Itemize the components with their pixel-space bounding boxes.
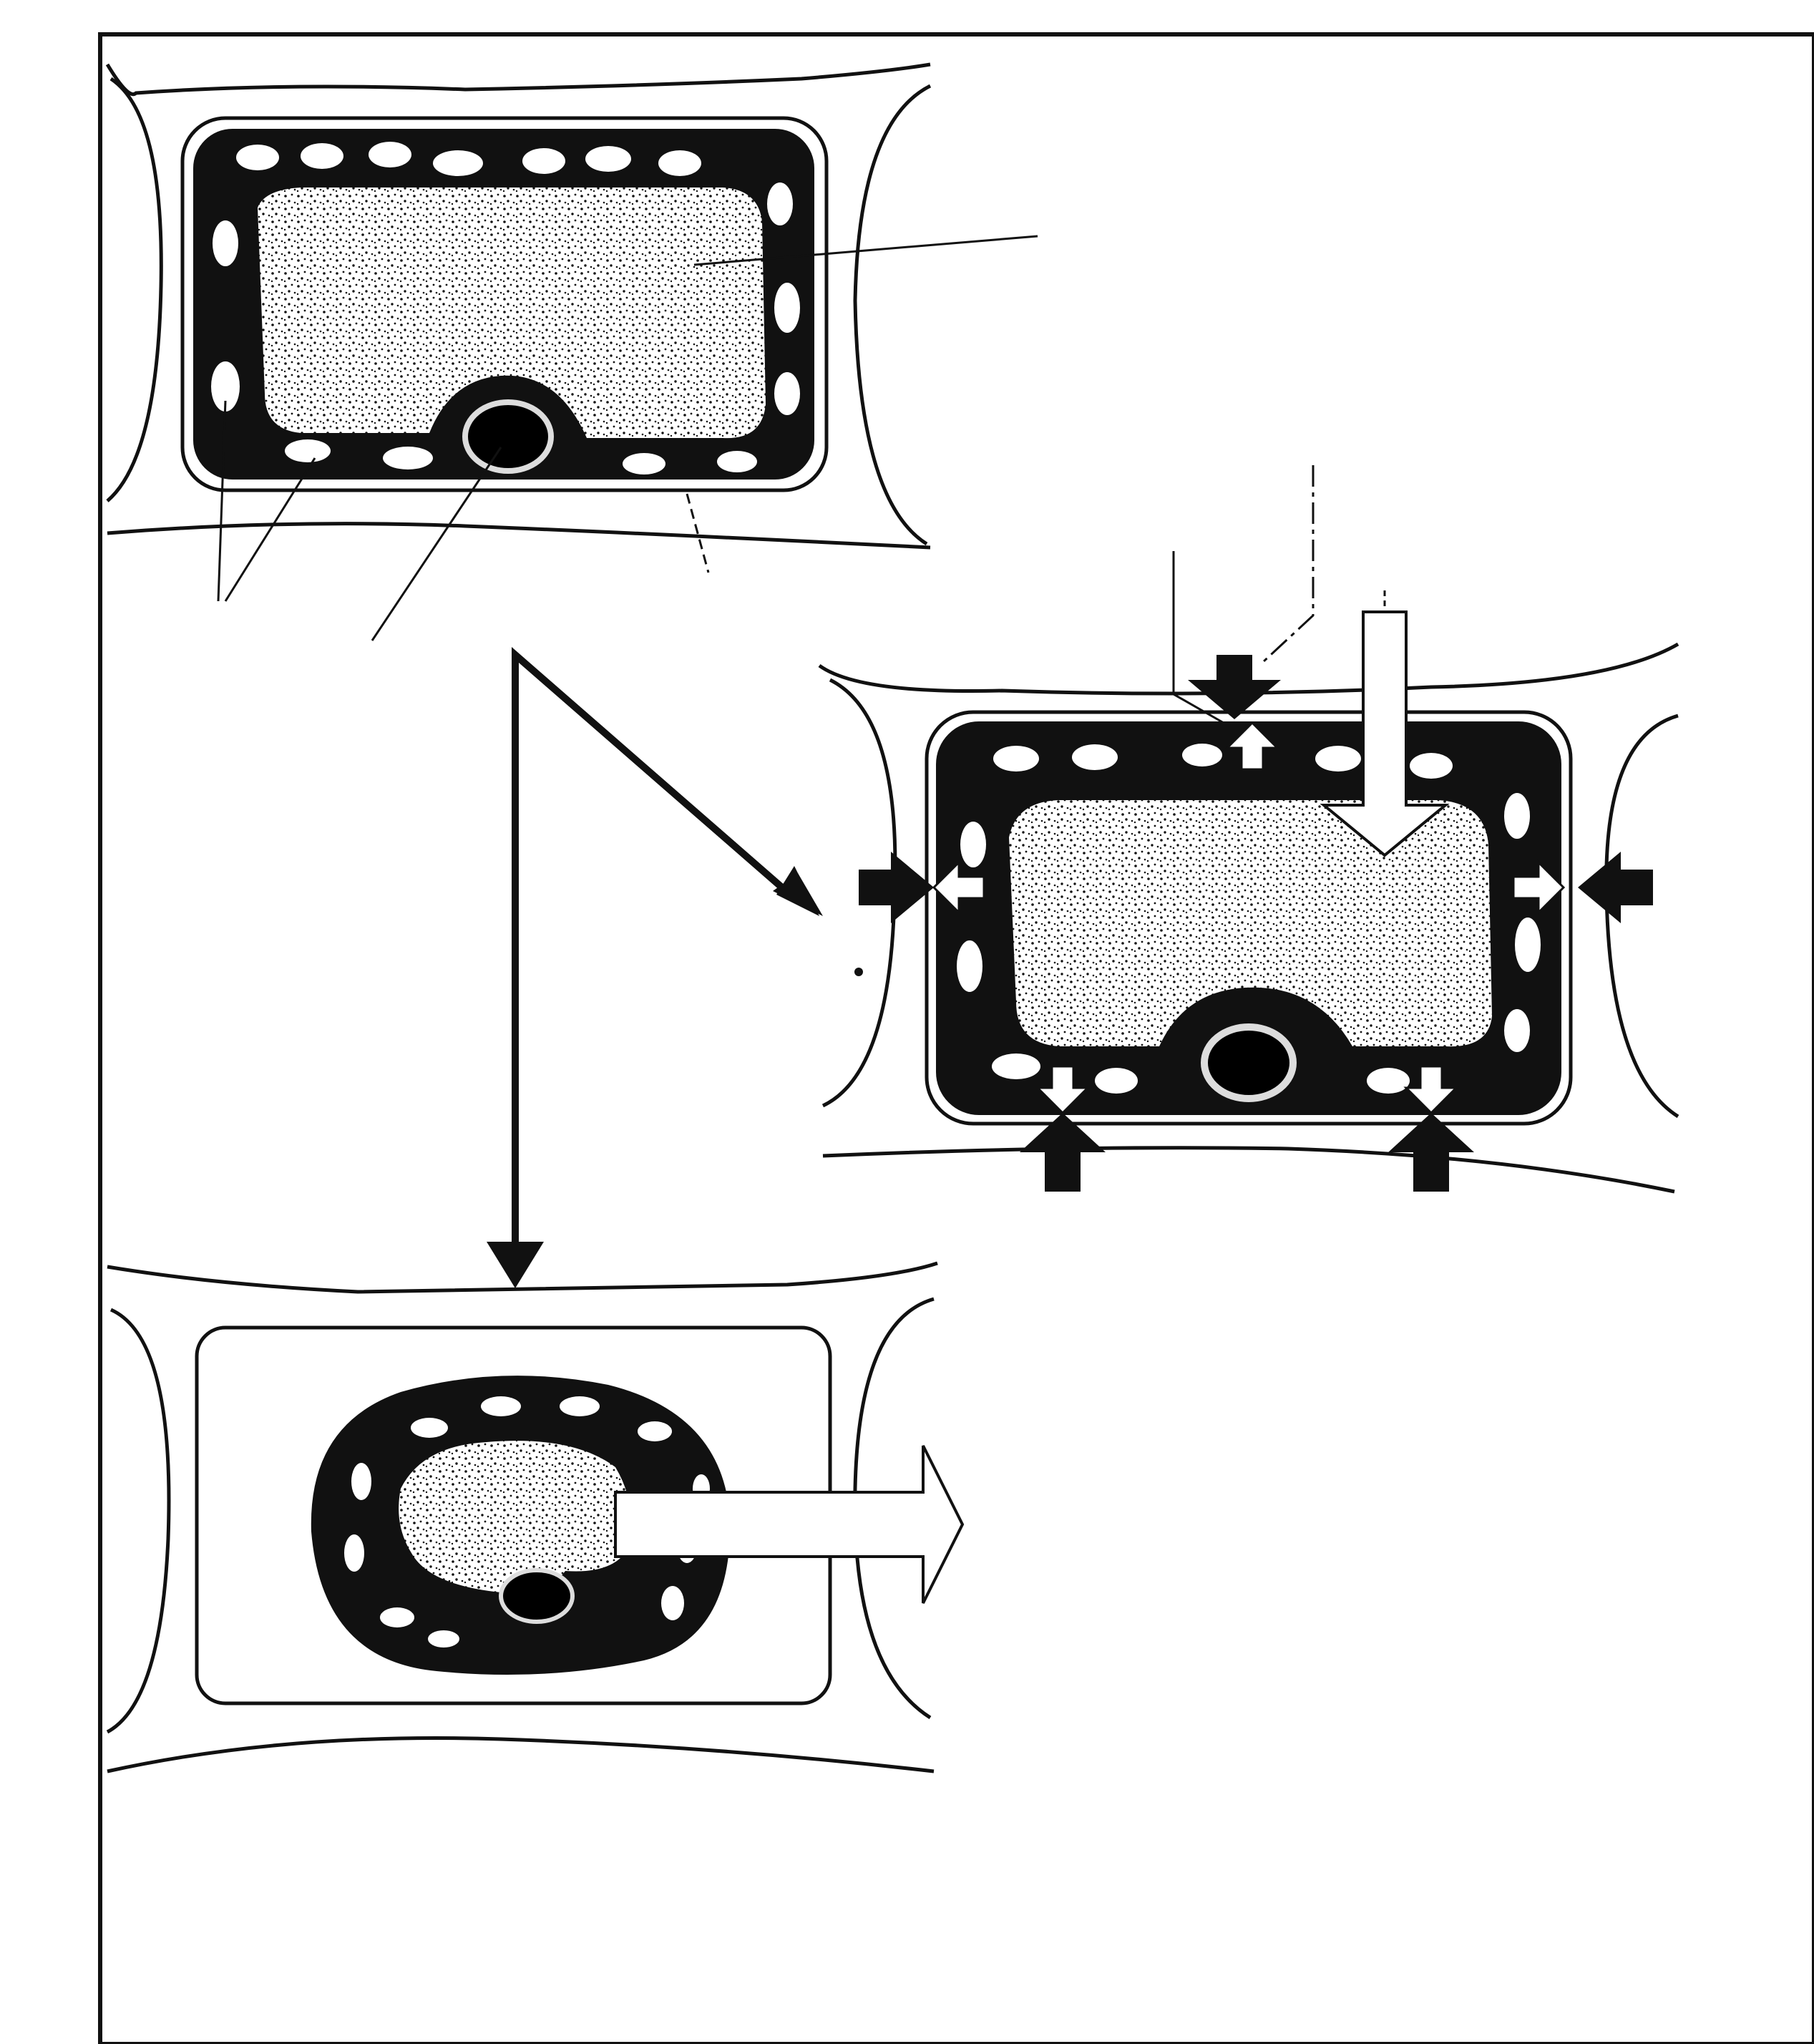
speck	[854, 968, 863, 976]
pressure-arrow-icon	[1388, 1113, 1474, 1192]
neighbour-wall-bottom	[107, 1736, 935, 1773]
neighbour-wall-right	[853, 84, 932, 546]
pressure-arrow-icon	[1188, 655, 1281, 719]
nucleus	[1201, 1023, 1297, 1102]
neighbour-wall-left	[106, 1308, 171, 1734]
hollow-arrow-icon	[614, 1445, 965, 1604]
hollow-arrow-icon	[1512, 860, 1566, 915]
vacuole	[1009, 800, 1492, 1047]
neighbour-wall-right	[853, 1297, 935, 1720]
hollow-arrow-icon	[1035, 1065, 1091, 1115]
pressure-arrow-icon	[1578, 852, 1653, 923]
hollow-arrow-icon	[1224, 721, 1280, 771]
pressure-arrow-icon	[859, 852, 934, 923]
nucleus	[499, 1568, 575, 1624]
plasmolysed-cell-panel	[106, 1261, 965, 1773]
leader-line-turgor-pressure	[1172, 551, 1224, 724]
neighbour-wall-bottom	[107, 522, 931, 550]
hollow-arrow-icon	[1403, 1065, 1459, 1115]
arrow-icon	[776, 866, 819, 916]
shrunken-vacuole	[399, 1441, 632, 1594]
hollow-arrow-icon	[932, 860, 985, 915]
hollow-arrow-icon	[1320, 610, 1450, 857]
arrow-icon	[487, 1242, 544, 1288]
normal-cell-panel	[105, 62, 1038, 641]
neighbour-wall-bottom	[822, 1146, 1675, 1194]
pressure-arrow-icon	[1020, 1113, 1106, 1192]
figure-frame	[98, 32, 1814, 2044]
leader-line-cytoplasm	[686, 493, 710, 573]
leader-line-vacuole	[693, 235, 1038, 266]
chloroplasts	[957, 744, 1541, 1094]
turgor-arrows	[932, 721, 1566, 1115]
leader-line-chloroplast-b	[224, 457, 316, 602]
leader-line-wall-pressure	[1262, 465, 1315, 663]
neighbour-wall-top	[107, 1261, 938, 1294]
arrow-icon	[512, 647, 797, 1249]
process-arrows	[487, 647, 823, 1288]
neighbour-wall-left	[106, 77, 163, 502]
leader-line-nucleus	[371, 447, 502, 641]
neighbour-wall-top	[105, 62, 931, 96]
pressure-arrows	[859, 655, 1653, 1192]
chloroplasts	[211, 142, 800, 474]
nucleus	[462, 399, 554, 474]
turgid-cell-panel	[818, 465, 1679, 1194]
chloroplasts	[344, 1396, 710, 1648]
vacuole	[258, 188, 766, 439]
leader-line-chloroplast-a	[217, 400, 227, 602]
